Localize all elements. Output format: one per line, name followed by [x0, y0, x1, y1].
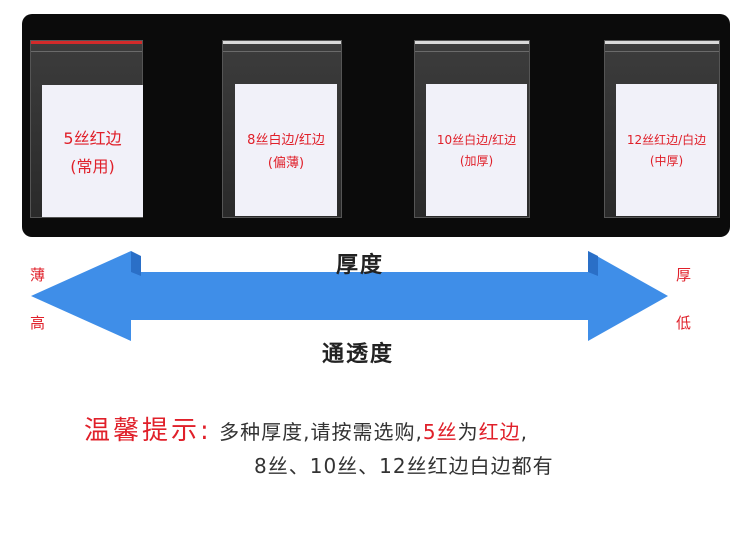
bag-label-card: 8丝白边/红边 (偏薄): [235, 84, 337, 216]
left-transparency-label: 高: [30, 314, 46, 332]
bag-sample-12si: 12丝红边/白边 (中厚): [604, 40, 720, 218]
bag-thickness-label: 5丝红边: [63, 129, 122, 148]
tip-line-2: 8丝、10丝、12丝红边白边都有: [254, 454, 554, 478]
tip-text-2: 为: [457, 420, 479, 444]
bag-usage-note: (偏薄): [267, 156, 305, 171]
transparency-axis-title: 通透度: [322, 342, 395, 367]
tip-text-3: ,: [520, 420, 528, 444]
bag-thickness-label: 10丝白边/红边: [436, 133, 517, 147]
double-arrow-shape: [31, 251, 668, 341]
tip-line-1: 温馨提示: 多种厚度,请按需选购,5丝为红边,: [84, 410, 528, 447]
bag-label-card: 12丝红边/白边 (中厚): [616, 84, 717, 216]
bag-usage-note: (加厚): [459, 154, 494, 168]
bag-usage-note: (中厚): [649, 154, 684, 168]
bag-seal-strip: [605, 41, 719, 44]
bag-seal-strip: [31, 41, 142, 44]
product-photo-panel: 5丝红边 (常用) 8丝白边/红边 (偏薄) 10丝白边/红边 (加厚) 12丝…: [22, 14, 730, 237]
bag-sample-8si: 8丝白边/红边 (偏薄): [222, 40, 342, 218]
bag-zip-line: [223, 51, 341, 52]
thickness-axis-title: 厚度: [336, 253, 385, 278]
bag-seal-strip: [223, 41, 341, 44]
tip-text-1: 多种厚度,请按需选购,: [219, 420, 423, 444]
right-thickness-label: 厚: [676, 266, 692, 284]
bag-thickness-label: 12丝红边/白边: [626, 133, 707, 147]
bag-zip-line: [31, 51, 142, 52]
bag-label-card: 10丝白边/红边 (加厚): [426, 84, 527, 216]
bag-zip-line: [605, 51, 719, 52]
tip-lead: 温馨提示:: [84, 416, 212, 446]
arrow-right-shade: [588, 251, 598, 276]
arrow-left-shade: [131, 251, 141, 276]
bag-sample-10si: 10丝白边/红边 (加厚): [414, 40, 530, 218]
bag-zip-line: [415, 51, 529, 52]
tip-highlight-red-edge: 红边: [478, 420, 521, 444]
bag-seal-strip: [415, 41, 529, 44]
tip-highlight-5si: 5丝: [422, 420, 458, 444]
bag-sample-5si: 5丝红边 (常用): [30, 40, 143, 218]
bag-label-card: 5丝红边 (常用): [42, 85, 143, 217]
bag-thickness-label: 8丝白边/红边: [247, 133, 325, 148]
left-thickness-label: 薄: [30, 266, 46, 284]
bag-usage-note: (常用): [70, 157, 115, 176]
right-transparency-label: 低: [676, 314, 692, 332]
